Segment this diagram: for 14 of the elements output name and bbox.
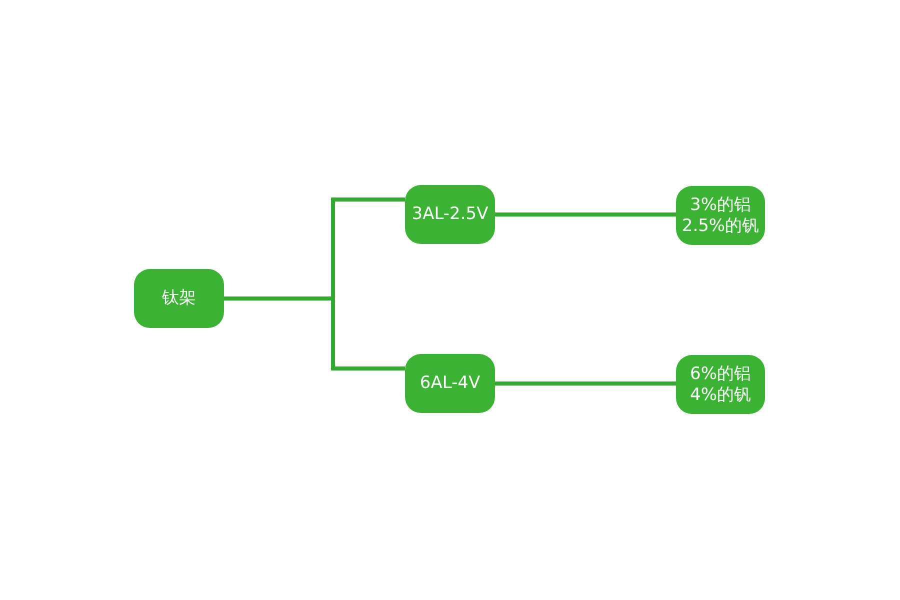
node-label: 6%的铝: [690, 364, 751, 384]
node-label: 3%的铝: [690, 194, 751, 216]
node-label: 6AL-4V: [420, 373, 480, 394]
node-label: 2.5%的钒: [682, 216, 760, 236]
rounded-box: [405, 185, 495, 244]
rounded-box: [134, 269, 224, 328]
node-label: 3AL-2.5V: [412, 204, 488, 225]
node-label: 4%的钒: [690, 384, 751, 406]
connector-line: [495, 382, 676, 386]
rounded-box: [676, 355, 765, 414]
rounded-box: [676, 186, 765, 245]
connector-line: [495, 212, 676, 216]
rounded-box: [405, 354, 495, 413]
node-label: 钛架: [162, 288, 196, 309]
